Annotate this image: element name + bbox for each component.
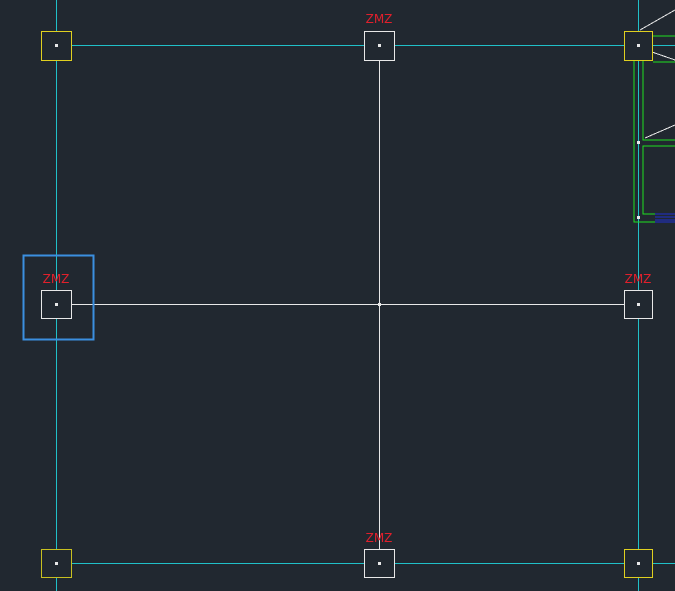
right-edge-detail[interactable] [633, 9, 675, 223]
detail-point-marker [637, 141, 640, 144]
column-outline [41, 290, 72, 319]
column-center-marker [637, 44, 640, 47]
column-center-marker [378, 44, 381, 47]
detail-diagonal-line [644, 124, 675, 139]
columns [41, 31, 653, 578]
column-label-top-center: ZMZ [366, 12, 393, 26]
detail-diagonal-line [639, 9, 675, 31]
detail-point-marker [637, 216, 640, 219]
column-center-marker [637, 562, 640, 565]
column-center-marker [637, 303, 640, 306]
column-bottom-left[interactable] [41, 549, 72, 578]
detail-green-outline [642, 60, 675, 141]
column-top-left[interactable] [41, 31, 72, 61]
column-labels: ZMZ ZMZ ZMZ ZMZ [43, 12, 652, 545]
column-label-middle-right: ZMZ [625, 272, 652, 286]
column-center-marker [55, 303, 58, 306]
column-bottom-right[interactable] [624, 549, 653, 578]
column-center-marker [55, 44, 58, 47]
column-label-middle-left: ZMZ [43, 272, 70, 286]
column-top-right[interactable] [624, 31, 653, 61]
column-bottom-center[interactable] [364, 549, 395, 578]
detail-green-outline [642, 145, 675, 215]
selection-highlight-box[interactable] [22, 254, 95, 341]
column-middle-right[interactable] [624, 290, 653, 319]
column-center-marker [55, 562, 58, 565]
column-middle-left[interactable] [41, 290, 72, 319]
detail-diagonal-line [651, 51, 675, 61]
column-center-marker [378, 562, 381, 565]
column-label-bottom-center: ZMZ [366, 531, 393, 545]
beam-intersection-marker [378, 303, 381, 306]
beam-lines [71, 60, 624, 549]
detail-green-outline [633, 60, 655, 223]
column-top-center[interactable] [364, 31, 395, 61]
axis-grid [56, 0, 675, 591]
